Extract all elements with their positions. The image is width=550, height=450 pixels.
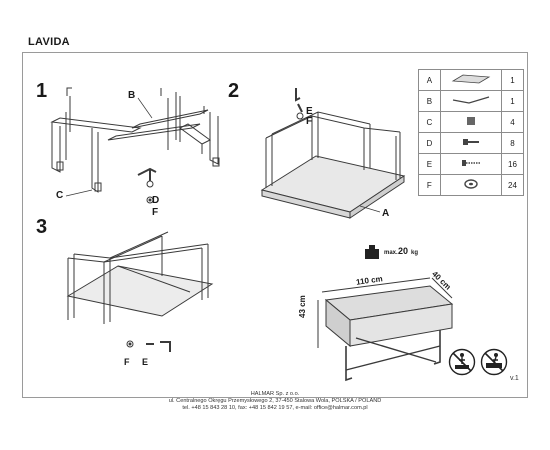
callout-c: C [56,190,64,201]
part-qty: 1 [501,69,524,91]
callout-e: E [306,106,313,117]
version-label: v.1 [510,375,519,382]
footer-contact: tel. +48 15 843 28 10, fax: +48 15 842 1… [182,405,368,411]
dimension-height: 43 cm [298,295,307,318]
part-qty: 16 [501,153,524,175]
step-number-3: 3 [36,216,48,238]
callout-e-step3: E [142,357,149,367]
parts-row: B 1 [418,90,524,112]
instruction-frame [22,52,528,398]
parts-table: A 1 B 1 C 4 D 8 E 16 F 2 [418,69,524,196]
callout-f: F [152,207,159,218]
weight-icon [365,245,379,259]
part-qty: 24 [501,174,524,196]
step-number-2: 2 [228,80,240,102]
product-title: LAVIDA [28,36,70,48]
no-sitting-edge-icon [480,348,508,376]
parts-row: F 24 [418,174,524,196]
max-load-prefix: max. [384,250,398,256]
callout-d: D [152,195,160,206]
callout-b: B [128,90,136,101]
no-standing-icon [448,348,476,376]
max-load-value: 20 [398,246,409,256]
callout-f-step3: F [124,357,130,367]
callout-f-step2: F [306,116,313,127]
washer-icon [439,174,503,196]
max-load-unit: kg [411,250,419,256]
footer-address: ul. Centralnego Okręgu Przemysłowego 2, … [168,398,382,404]
step-number-1: 1 [36,80,48,102]
parts-row: C 4 [418,111,524,133]
footer-company: HALMAR Sp. z o.o. [250,391,300,397]
callout-a: A [382,208,390,219]
parts-row: A 1 [418,69,524,91]
